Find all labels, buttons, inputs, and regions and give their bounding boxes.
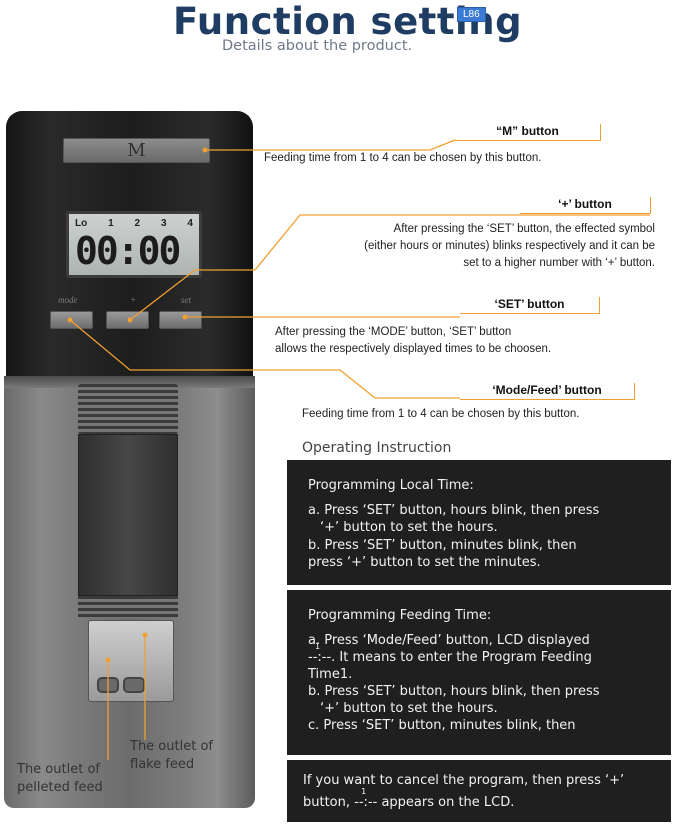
feeding-time-a2-rest: . It means to enter the Program Feeding — [331, 650, 592, 665]
feeding-dash-text: --:-- — [308, 650, 332, 665]
m-button-glyph: M — [127, 140, 146, 161]
flake-outlet-line-2: flake feed — [130, 757, 195, 772]
feeding-time-c1: c. Press ‘SET’ button, minutes blink, th… — [308, 718, 576, 733]
panel-feeding-time: Programming Feeding Time: a. Press ‘Mode… — [287, 590, 671, 755]
operating-instruction-title: Operating Instruction — [302, 440, 452, 456]
lcd-lo: Lo — [75, 218, 88, 229]
device-set-button — [159, 311, 202, 329]
feeding-time-heading: Programming Feeding Time: — [308, 608, 492, 623]
feeding-time-a3: Time1. — [308, 667, 353, 682]
callout-set-button-text: After pressing the ‘MODE’ button, ‘SET’ … — [275, 324, 551, 358]
lcd-slot-3: 3 — [160, 218, 167, 229]
pelleted-outlet-line-1: The outlet of — [17, 762, 100, 777]
pelleted-outlet-label: The outlet of pelleted feed — [17, 761, 103, 797]
device-m-button: M — [63, 138, 210, 163]
callout-plus-button-text: After pressing the ‘SET’ button, the eff… — [305, 221, 655, 272]
device-bottom-housing — [4, 376, 255, 808]
callout-plus-line-2: (either hours or minutes) blinks respect… — [364, 240, 655, 252]
callout-plus-button-label: ‘+’ button — [520, 197, 651, 214]
lcd-slot-1: 1 — [108, 218, 114, 229]
device-lcd-screen: Lo 1 2 3 4 00:00 — [66, 211, 202, 278]
device-band — [4, 376, 255, 388]
local-time-a2: ‘+’ button to set the hours. — [320, 520, 498, 535]
cancel-dash-sup: 1 — [361, 787, 367, 796]
cancel-line-2: button, --:--1 appears on the LCD. — [303, 787, 671, 811]
local-time-a1: a. Press ‘SET’ button, hours blink, then… — [308, 503, 600, 518]
lcd-slot-4: 4 — [187, 218, 193, 229]
pelleted-outlet-line-2: pelleted feed — [17, 780, 103, 795]
feeding-time-b2: ‘+’ button to set the hours. — [320, 701, 498, 716]
feeding-time-a1: a. Press ‘Mode/Feed’ button, LCD display… — [308, 633, 590, 648]
flake-outlet-line-1: The outlet of — [130, 739, 213, 754]
callout-set-button-label: ‘SET’ button — [460, 297, 600, 314]
flake-outlet-hole — [123, 677, 145, 693]
callout-set-line-1: After pressing the ‘MODE’ button, ‘SET’ … — [275, 326, 512, 338]
feeding-time-b1: b. Press ‘SET’ button, hours blink, then… — [308, 684, 600, 699]
feeding-dash-sup: 1 — [315, 642, 321, 651]
panel-cancel: If you want to cancel the program, then … — [287, 760, 671, 822]
device-grille-top — [78, 384, 178, 434]
lcd-digits: 00:00 — [75, 229, 181, 273]
feeding-time-dash-display: --:--1 — [308, 642, 332, 666]
callout-m-button-text: Feeding time from 1 to 4 can be chosen b… — [264, 152, 542, 164]
cancel-line-1: If you want to cancel the program, then … — [303, 773, 625, 788]
lcd-slot-2: 2 — [134, 218, 141, 229]
page-subtitle: Details about the product. — [222, 38, 413, 54]
device-set-label: set — [181, 295, 191, 305]
panel-local-time: Programming Local Time: a. Press ‘SET’ b… — [287, 460, 671, 585]
feeder-device-illustration: M Lo 1 2 3 4 00:00 mode + set — [0, 108, 265, 808]
device-mode-label: mode — [58, 295, 78, 305]
callout-plus-line-3: set to a higher number with ‘+’ button. — [463, 257, 655, 269]
device-hopper — [78, 434, 178, 596]
cancel-dash-text: --:-- — [354, 795, 378, 810]
model-badge: L86 — [457, 7, 486, 22]
device-top-housing: M Lo 1 2 3 4 00:00 mode + set — [6, 111, 253, 383]
feeding-time-a2: --:--1. It means to enter the Program Fe… — [308, 642, 671, 666]
lcd-top-row: Lo 1 2 3 4 — [75, 218, 193, 229]
local-time-b1: b. Press ‘SET’ button, minutes blink, th… — [308, 538, 577, 553]
callout-plus-line-1: After pressing the ‘SET’ button, the eff… — [393, 223, 655, 235]
local-time-heading: Programming Local Time: — [308, 478, 474, 493]
flake-outlet-label: The outlet of flake feed — [130, 738, 213, 774]
callout-m-button-label: “M” button — [455, 124, 601, 141]
callout-set-line-2: allows the respectively displayed times … — [275, 343, 552, 355]
cancel-line-2-pre: button, — [303, 795, 351, 810]
cancel-line-2-post: appears on the LCD. — [381, 795, 515, 810]
device-plus-label: + — [130, 295, 137, 305]
callout-mode-button-label: ‘Mode/Feed’ button — [460, 383, 635, 400]
device-grille-bottom — [78, 596, 178, 618]
local-time-b2: press ‘+’ button to set the minutes. — [308, 555, 541, 570]
device-outlet-box — [88, 620, 174, 702]
callout-mode-button-text: Feeding time from 1 to 4 can be chosen b… — [302, 408, 580, 420]
cancel-dash-display: --:--1 — [354, 787, 378, 811]
